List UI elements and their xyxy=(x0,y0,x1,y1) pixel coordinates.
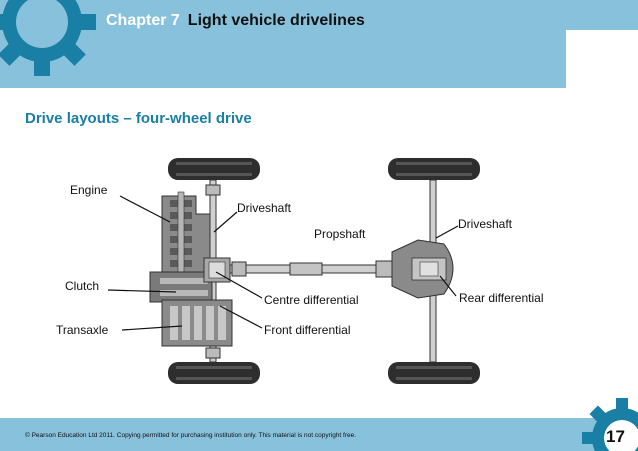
centre-differential xyxy=(203,257,231,283)
page-title: Chapter 7 Light vehicle drivelines xyxy=(106,12,365,30)
label-rear-differential: Rear differential xyxy=(459,291,544,305)
label-front-differential: Front differential xyxy=(264,323,351,337)
engine-block xyxy=(161,191,211,277)
footer-copyright: © Pearson Education Ltd 2011. Copying pe… xyxy=(25,432,357,439)
page-number: 17 xyxy=(606,427,625,446)
gear-icon xyxy=(582,398,638,451)
label-driveshaft-rear: Driveshaft xyxy=(458,217,513,231)
gear-icon xyxy=(0,0,96,76)
rear-right-wheel xyxy=(388,362,480,384)
slide-subtitle: Drive layouts – four-wheel drive xyxy=(25,110,252,127)
label-centre-differential: Centre differential xyxy=(264,293,359,307)
label-driveshaft-front: Driveshaft xyxy=(237,201,292,215)
clutch-housing xyxy=(149,271,213,303)
label-transaxle: Transaxle xyxy=(56,323,109,337)
chapter-title: Light vehicle drivelines xyxy=(187,12,365,29)
label-engine: Engine xyxy=(70,183,108,197)
rear-differential xyxy=(391,239,454,299)
propshaft xyxy=(229,260,393,278)
transaxle xyxy=(161,299,233,347)
chapter-label: Chapter 7 xyxy=(106,12,180,29)
rear-left-wheel xyxy=(388,158,480,180)
label-propshaft: Propshaft xyxy=(314,227,366,241)
four-wheel-drive-diagram: Engine Driveshaft Propshaft Driveshaft C… xyxy=(56,158,544,384)
front-left-wheel xyxy=(168,158,260,180)
leader-lines xyxy=(107,195,459,331)
label-clutch: Clutch xyxy=(65,279,99,293)
header-tab xyxy=(566,0,638,30)
footer-band xyxy=(0,418,638,451)
front-right-wheel xyxy=(168,362,260,384)
